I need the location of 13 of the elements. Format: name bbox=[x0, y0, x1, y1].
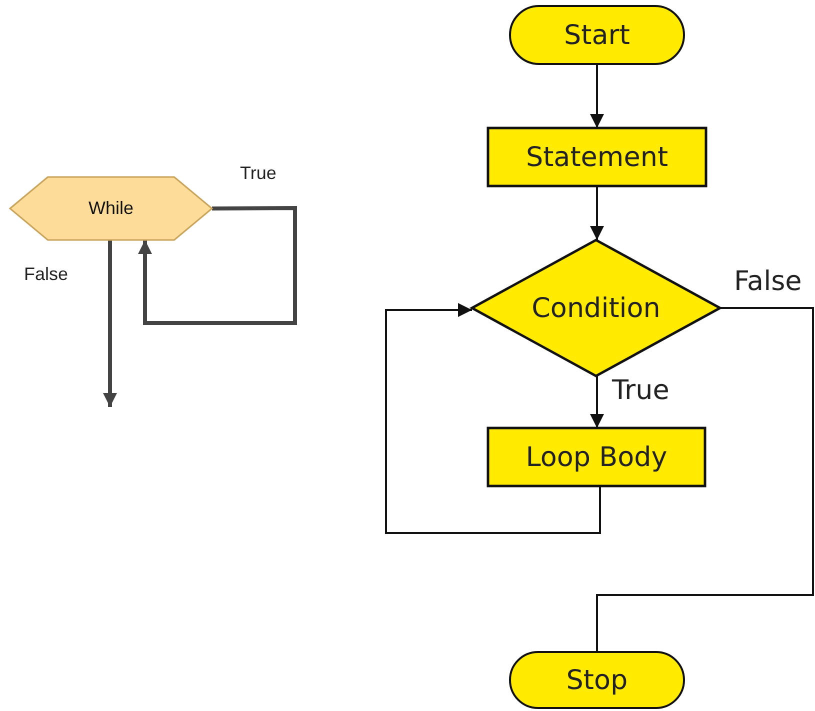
arrow bbox=[385, 303, 601, 534]
arrow bbox=[138, 206, 297, 325]
process-box: Loop Body bbox=[488, 428, 705, 486]
arrow bbox=[103, 240, 117, 407]
process-box: Statement bbox=[488, 128, 706, 186]
while-hexagon: While bbox=[10, 177, 212, 240]
arrow bbox=[590, 64, 604, 128]
arrow bbox=[590, 186, 604, 240]
terminal-pill: Start bbox=[510, 6, 684, 64]
decision-diamond: Condition bbox=[472, 240, 720, 376]
terminal-pill: Stop bbox=[510, 652, 684, 708]
arrow bbox=[590, 376, 604, 428]
connector-line bbox=[596, 307, 814, 652]
